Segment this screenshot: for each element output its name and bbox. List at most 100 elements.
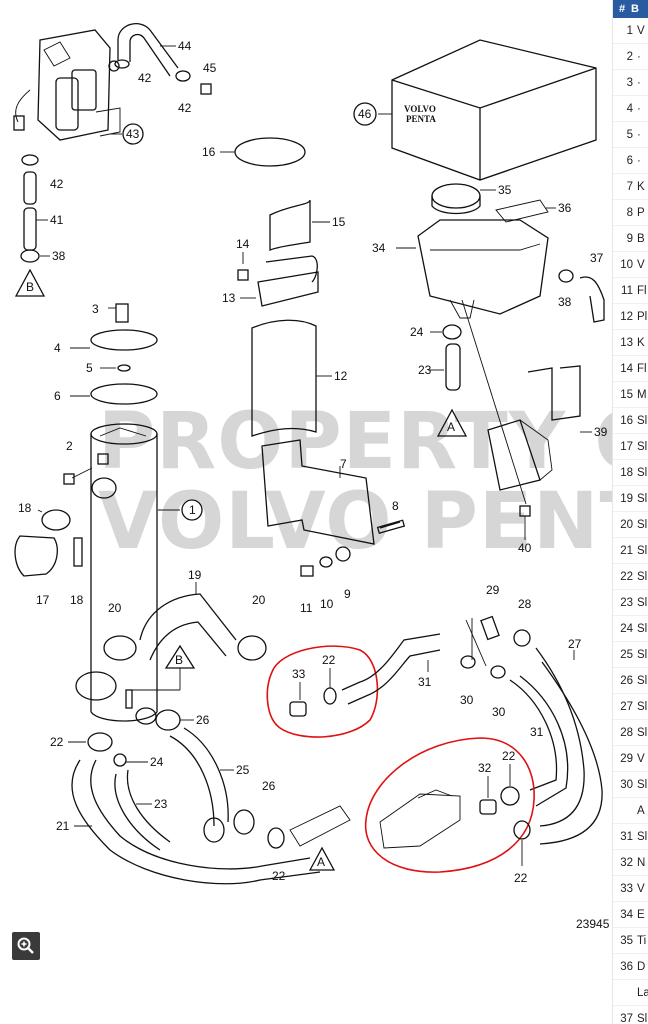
part-callout-label: 31 <box>530 725 544 739</box>
part-callout-label: 14 <box>236 237 250 251</box>
table-row[interactable]: 20 Sl <box>613 512 648 538</box>
row-description: Fl <box>637 284 647 297</box>
table-row[interactable]: La <box>613 980 648 1006</box>
table-row[interactable]: 4· <box>613 96 648 122</box>
row-number: 36 <box>620 960 633 973</box>
table-row[interactable]: 6· <box>613 148 648 174</box>
part-callout-label: 16 <box>202 145 216 159</box>
table-row[interactable]: 13 K <box>613 330 648 356</box>
row-description: K <box>637 336 645 349</box>
table-row[interactable]: A <box>613 798 648 824</box>
table-row[interactable]: 34 E <box>613 902 648 928</box>
table-row[interactable]: 3· <box>613 70 648 96</box>
table-row[interactable]: 31 Sl <box>613 824 648 850</box>
row-number: 24 <box>620 622 633 635</box>
row-number: 13 <box>620 336 633 349</box>
part-callout-label: 1 <box>189 503 196 517</box>
row-description: V <box>637 24 645 37</box>
row-description: Sl <box>637 570 648 583</box>
table-row[interactable]: 5· <box>613 122 648 148</box>
row-number: 27 <box>620 700 633 713</box>
part-callout-label: 25 <box>236 763 250 777</box>
part-callout-label: 38 <box>558 295 572 309</box>
callout-circle-46 <box>353 102 377 126</box>
part-callout-label: 33 <box>292 667 306 681</box>
row-description: M <box>637 388 647 401</box>
row-number: 9 <box>626 232 633 245</box>
parts-diagram: PROPERTY OF VOLVO PENTA 43 44 42 42 45 4… <box>13 23 612 931</box>
row-number: 22 <box>620 570 633 583</box>
part-callout-label: 28 <box>518 597 532 611</box>
fuel-pump-assembly <box>13 29 121 141</box>
row-description: · <box>637 50 641 63</box>
row-number: 7 <box>626 180 633 193</box>
table-row[interactable]: 2· <box>613 44 648 70</box>
part-callout-label: 12 <box>334 369 348 383</box>
row-description: D <box>637 960 646 973</box>
part-callout-label: VOLVO <box>404 104 436 114</box>
part-callout-label: 41 <box>50 213 64 227</box>
part-callout-label: 30 <box>460 693 474 707</box>
part-callout-label: 22 <box>502 749 516 763</box>
row-number: 33 <box>620 882 633 895</box>
table-row[interactable]: 27 Sl <box>613 694 648 720</box>
row-description: A <box>637 804 645 817</box>
part-callout-label: 6 <box>54 389 61 403</box>
part-callout-label: 24 <box>150 755 164 769</box>
row-number: 25 <box>620 648 633 661</box>
part-callout-label: 4 <box>54 341 61 355</box>
part-callout-label: 18 <box>18 501 32 515</box>
part-callout-label: 20 <box>108 601 122 615</box>
row-number: 31 <box>620 830 633 843</box>
row-description: E <box>637 908 645 921</box>
table-row[interactable]: 36 D <box>613 954 648 980</box>
row-number: 21 <box>620 544 633 557</box>
part-callout-label: 11 <box>300 601 313 615</box>
row-description: K <box>637 180 645 193</box>
part-callout-label: 15 <box>332 215 346 229</box>
row-description: Sl <box>637 700 648 713</box>
part-callout-label: 42 <box>50 177 64 191</box>
part-callout-label: 36 <box>558 201 572 215</box>
row-number: 34 <box>620 908 633 921</box>
part-callout-label: 31 <box>418 675 432 689</box>
row-description: Sl <box>637 440 648 453</box>
part-callout-label: 37 <box>590 251 604 265</box>
part-callout-label: A <box>447 420 455 434</box>
part-callout-label: 2 <box>66 439 73 453</box>
ref-triangle-a-top <box>436 408 468 437</box>
row-number: 20 <box>620 518 633 531</box>
row-description: Sl <box>637 830 648 843</box>
row-description: Sl <box>637 518 648 531</box>
row-number: 12 <box>620 310 633 323</box>
table-row[interactable]: 22 Sl <box>613 564 648 590</box>
zoom-button[interactable] <box>12 932 40 960</box>
